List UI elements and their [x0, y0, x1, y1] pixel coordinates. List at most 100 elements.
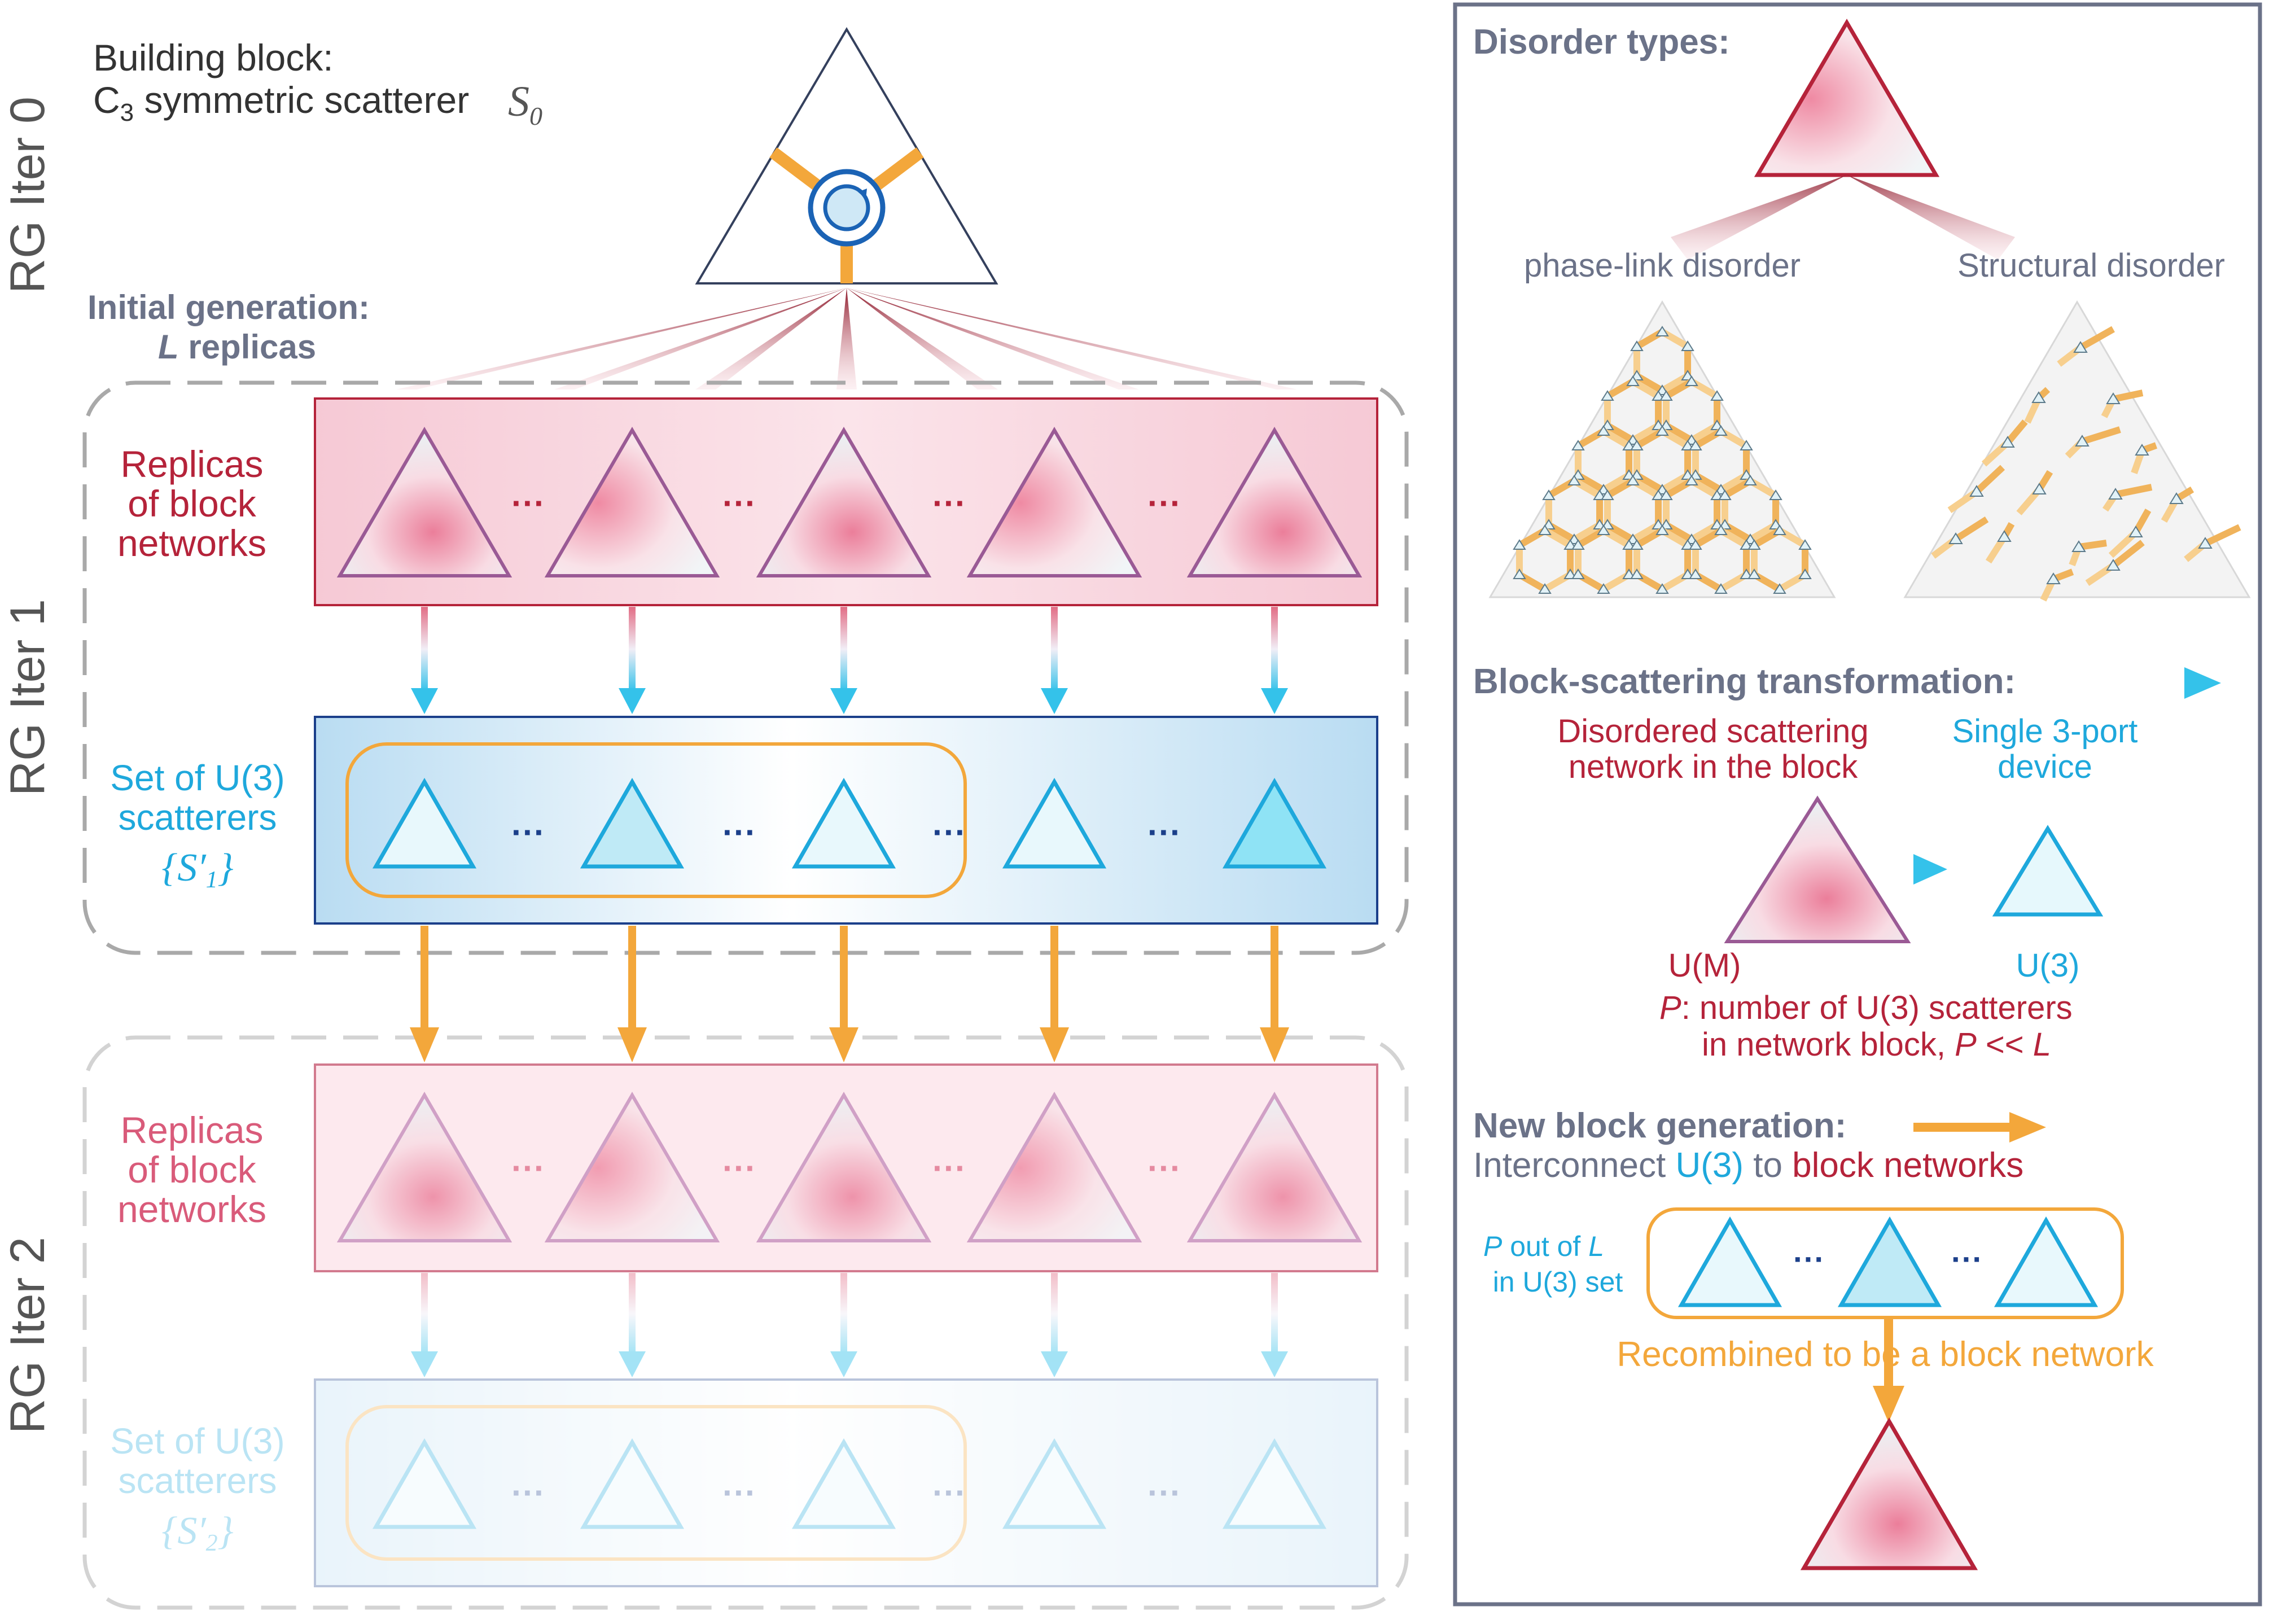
set-label-1a: Set of U(3)	[110, 758, 284, 798]
replica-block-triangle	[1186, 1092, 1363, 1242]
structural-label: Structural disorder	[1957, 247, 2225, 284]
node-triangle	[1740, 568, 1753, 579]
ellipsis: ···	[511, 813, 545, 851]
replicas-label-2c: networks	[117, 1188, 266, 1230]
node-triangle	[2046, 572, 2061, 584]
node-triangle	[1659, 390, 1673, 401]
node-triangle	[1513, 568, 1526, 579]
transform-arrow-shaft	[840, 1273, 847, 1355]
node-triangle	[1597, 524, 1610, 535]
transform-arrowhead	[1041, 688, 1068, 714]
replica-block-triangle	[966, 1092, 1142, 1242]
structural-link	[1953, 516, 1989, 542]
u3-scatterer-triangle	[372, 777, 477, 869]
node-triangle	[1681, 440, 1694, 450]
u3-scatterer-triangle	[372, 1438, 477, 1529]
recombine-arrowhead	[829, 1027, 858, 1062]
node-triangle	[1626, 475, 1640, 485]
recombine-arrow-shaft	[1271, 926, 1278, 1030]
transform-arrowhead	[411, 688, 438, 714]
single-device-label-2: device	[1998, 748, 2092, 785]
node-triangle	[2135, 444, 2149, 456]
node-triangle	[1997, 530, 2012, 542]
structural-link	[2079, 326, 2115, 351]
transform-arrow-shaft	[1271, 607, 1278, 691]
replicas-label-1b: of block	[128, 483, 256, 524]
ellipsis: ···	[511, 1149, 545, 1187]
transform-arrowhead	[1261, 688, 1288, 714]
transform-arrow-shaft	[629, 607, 636, 691]
node-triangle	[2032, 483, 2047, 494]
node-triangle	[1622, 440, 1636, 450]
ellipsis: ···	[932, 813, 966, 851]
node-triangle	[2073, 341, 2088, 353]
u3-ellipses-1: ············	[511, 813, 1181, 851]
node-triangle	[1747, 568, 1761, 579]
node-triangle	[1597, 583, 1610, 594]
replica-block-triangle	[336, 1092, 513, 1242]
selected-subset-2	[345, 1405, 967, 1561]
selected-subset-1	[345, 742, 967, 898]
replica-block-triangle	[1186, 427, 1363, 577]
node-triangle	[1571, 568, 1585, 579]
node-triangle	[1652, 390, 1665, 401]
u3-scatterer-triangle	[791, 777, 896, 869]
node-triangle	[1744, 475, 1757, 485]
node-triangle	[1948, 532, 1963, 544]
set-symbol-1: {S′1}	[161, 846, 233, 893]
p-description-2: in network block, P << L	[1702, 1026, 2051, 1063]
node-triangle	[1685, 475, 1698, 485]
in-u3-set: in U(3) set	[1493, 1266, 1623, 1298]
node-triangle	[1655, 524, 1669, 535]
node-triangle	[1538, 524, 1552, 535]
replica-block-triangle	[544, 427, 720, 577]
recombine-arrowhead	[617, 1027, 647, 1062]
node-triangle	[1655, 425, 1669, 436]
node-triangle	[1593, 489, 1606, 500]
node-triangle	[1542, 489, 1556, 500]
u3-scatterer-triangle	[1994, 1216, 2099, 1307]
node-triangle	[1622, 539, 1636, 550]
node-triangle	[2000, 436, 2015, 448]
transform-arrowhead	[830, 1351, 857, 1377]
s0-symbol: S0	[508, 78, 542, 130]
transform-arrow-shaft	[421, 607, 428, 691]
replica-triangles-2	[336, 1092, 1363, 1242]
u3-scatterer-triangle	[580, 1438, 685, 1529]
recombine-arrowhead	[1260, 1027, 1289, 1062]
transform-arrow-shaft	[840, 607, 847, 691]
node-triangle	[1773, 583, 1786, 594]
transform-arrow-shaft	[1271, 1273, 1278, 1355]
node-triangle	[1630, 440, 1644, 450]
ellipsis: ···	[722, 813, 756, 851]
honeycomb-network	[1513, 326, 1812, 594]
node-triangle	[1622, 568, 1636, 579]
recombine-arrow-shaft	[1050, 926, 1058, 1030]
ellipsis: ···	[1793, 1241, 1825, 1277]
bst-title: Block-scattering transformation:	[1473, 662, 2016, 701]
node-triangle	[1681, 340, 1694, 351]
iter2-dashed-box	[82, 1035, 1409, 1610]
node-triangle	[2169, 492, 2184, 504]
iter2-scatterer-set: Set of U(3) scatterers {S′2} ···········…	[110, 1378, 1378, 1587]
um-label: U(M)	[1668, 947, 1741, 984]
disorder-types-title: Disorder types:	[1473, 23, 1730, 62]
node-triangle	[1601, 390, 1614, 401]
fan-ray	[554, 288, 847, 389]
replica-block-triangle	[966, 427, 1142, 577]
p-description-1: P: number of U(3) scatterers	[1659, 990, 2073, 1026]
structural-link	[2204, 524, 2241, 547]
transform-arrow-shaft	[421, 1273, 428, 1355]
fan-ray	[396, 288, 847, 389]
node-triangle	[1597, 425, 1610, 436]
transform-arrow-shaft	[629, 1273, 636, 1355]
node-triangle	[1747, 539, 1761, 550]
p-out-of-l: P out of L	[1483, 1231, 1604, 1262]
node-triangle	[1689, 568, 1702, 579]
transform-arrows-1	[411, 607, 1288, 714]
node-triangle	[2106, 559, 2121, 571]
ellipsis: ···	[1951, 1241, 1983, 1277]
circulator-icon	[823, 184, 870, 231]
set-symbol-2: {S′2}	[161, 1509, 233, 1556]
